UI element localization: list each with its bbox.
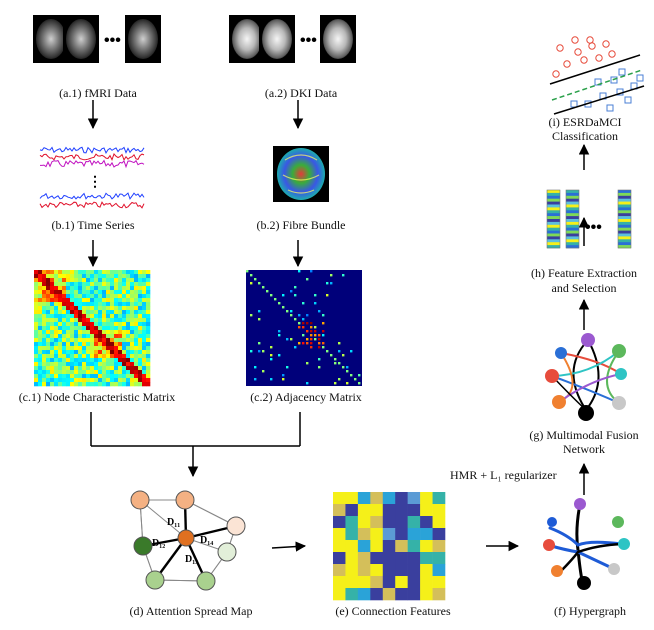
label-fmri-data: (a.1) fMRI Data <box>59 86 137 100</box>
dki-slices: ••• <box>229 15 356 63</box>
adjacency-matrix <box>246 270 362 386</box>
hyper-node-red <box>543 539 555 551</box>
label-fibre-bundle: (b.2) Fibre Bundle <box>256 218 346 232</box>
label-regularizer: HMR + L₁ regularizer <box>450 468 557 482</box>
label-feature-line1: (h) Feature Extraction <box>531 266 637 280</box>
fusion-node-blue <box>555 347 567 359</box>
svg-text:⋮: ⋮ <box>88 175 102 190</box>
node-characteristic-matrix <box>34 270 151 387</box>
fusion-node-orange <box>552 395 566 409</box>
distance-label-d11: D₁₁ <box>167 517 180 528</box>
fusion-node-green <box>612 344 626 358</box>
feature-extraction-strips <box>546 189 632 249</box>
hyper-node-orange <box>551 565 563 577</box>
node-right <box>226 516 246 536</box>
label-classification-line2: Classification <box>552 129 618 143</box>
node-center <box>177 529 195 547</box>
multimodal-fusion-network <box>545 333 627 421</box>
fusion-node-teal <box>615 368 627 380</box>
node-bottom-left <box>145 570 165 590</box>
fusion-node-black <box>578 405 594 421</box>
label-connection-features: (e) Connection Features <box>335 604 451 618</box>
node-bottom-right <box>196 571 216 591</box>
label-dki-data: (a.2) DKI Data <box>264 86 338 100</box>
fibre-bundle-image <box>273 146 329 202</box>
time-series-plot: ⋮ <box>39 146 145 209</box>
label-feature-line2: and Selection <box>551 281 617 295</box>
fusion-node-purple <box>581 333 595 347</box>
hyper-node-grey <box>608 563 620 575</box>
hyper-node-teal <box>618 538 630 550</box>
node-top-left <box>130 490 150 510</box>
feature-ellipsis: ••• <box>585 219 602 236</box>
svg-text:•••: ••• <box>104 32 121 49</box>
label-fusion-line1: (g) Multimodal Fusion <box>529 428 639 442</box>
classification-scatter <box>549 36 645 115</box>
fusion-node-grey <box>612 396 626 410</box>
distance-label-d12: D₁₂ <box>152 538 165 549</box>
attention-spread-map: D₁₁ D₁₂ D₁₄ D₁₃ <box>130 490 246 591</box>
svg-text:•••: ••• <box>300 32 317 49</box>
label-attention-spread-map: (d) Attention Spread Map <box>129 604 253 618</box>
distance-label-d14: D₁₄ <box>200 535 213 546</box>
label-time-series: (b.1) Time Series <box>51 218 135 232</box>
arrow-attention-to-connection <box>271 541 307 552</box>
node-left-dark <box>133 536 153 556</box>
fmri-slices: ••• <box>33 15 161 63</box>
hyper-node-purple <box>574 498 586 510</box>
label-hypergraph: (f) Hypergraph <box>553 604 627 618</box>
connection-features-matrix <box>333 492 446 601</box>
distance-label-d13: D₁₃ <box>185 554 198 565</box>
label-fusion-line2: Network <box>563 442 605 456</box>
hyper-node-blue <box>547 517 557 527</box>
label-adjacency-matrix: (c.2) Adjacency Matrix <box>250 390 362 404</box>
label-classification-line1: (i) ESRDaMCI <box>548 115 622 129</box>
hyper-node-green <box>612 516 624 528</box>
node-top-right <box>175 490 195 510</box>
hypergraph <box>543 498 630 590</box>
hyper-node-black <box>577 576 591 590</box>
node-right-pale <box>217 542 237 562</box>
fusion-node-red <box>545 369 559 383</box>
merge-connector <box>90 412 301 478</box>
label-node-characteristic-matrix: (c.1) Node Characteristic Matrix <box>18 390 176 404</box>
